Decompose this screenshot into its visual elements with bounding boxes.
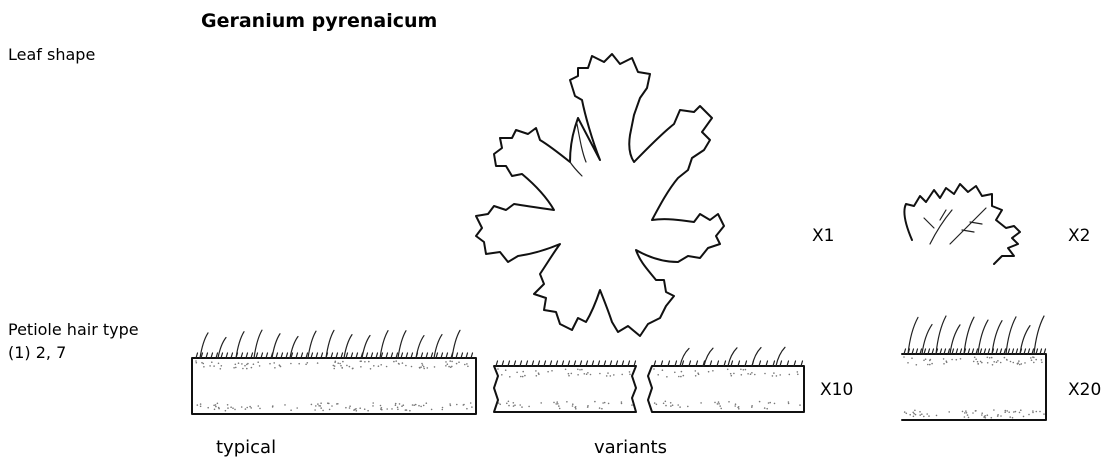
scale-label-petiole-detail: X20 xyxy=(1068,380,1101,400)
caption-variants: variants xyxy=(594,437,667,459)
petiole-segment-icon xyxy=(902,316,1046,420)
scale-label-petiole-main: X10 xyxy=(820,380,853,400)
caption-typical: typical xyxy=(216,437,276,459)
